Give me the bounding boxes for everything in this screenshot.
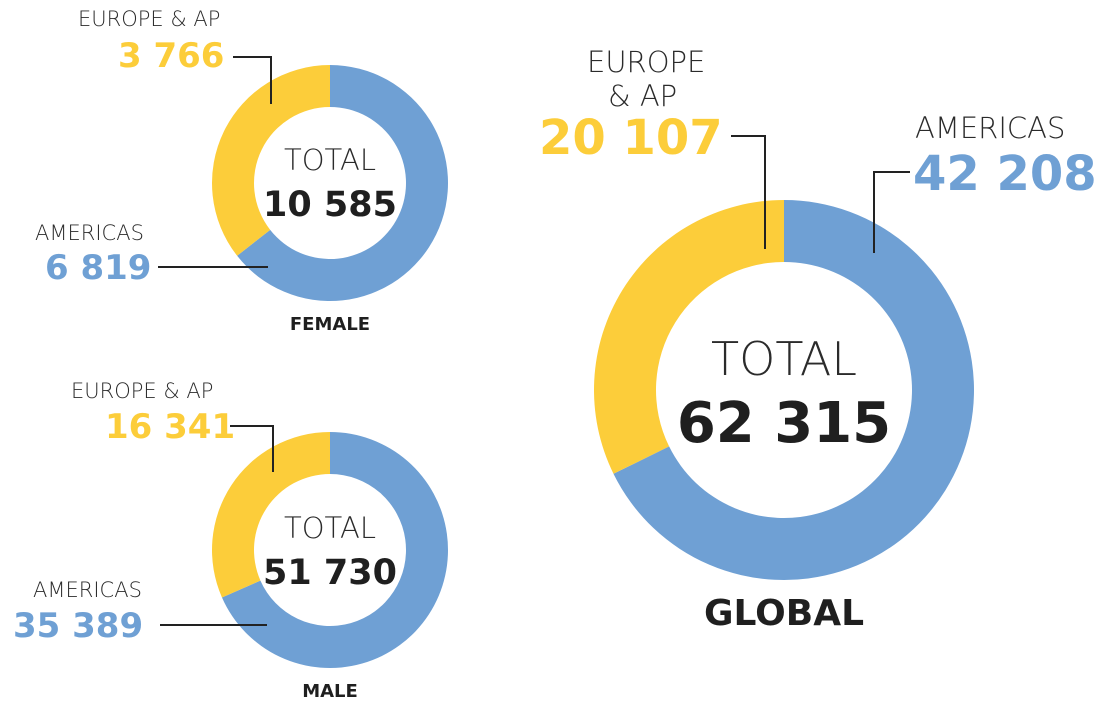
- global-europe-ap-label-line1: EUROPE: [587, 45, 706, 79]
- female-total-value: 10 585: [263, 185, 397, 225]
- male-americas-label: AMERICAS: [33, 578, 142, 602]
- global-europe-ap-slice: [593, 200, 784, 474]
- global-europe-ap-leader-line: [731, 135, 766, 249]
- female-americas-label: AMERICAS: [35, 221, 144, 245]
- female-europe-ap-label: EUROPE & AP: [78, 7, 221, 31]
- female-chart-title: FEMALE: [289, 314, 371, 335]
- global-europe-ap-value: 20 107: [539, 110, 723, 166]
- female-americas-value: 6 819: [45, 248, 152, 288]
- male-americas-value: 35 389: [13, 606, 144, 646]
- global-europe-ap-label-line2: & AP: [608, 79, 678, 113]
- female-europe-ap-leader-line: [233, 56, 272, 104]
- male-total-value: 51 730: [263, 553, 397, 593]
- male-europe-ap-label: EUROPE & AP: [71, 379, 214, 403]
- male-chart-title: MALE: [302, 681, 358, 702]
- male-europe-ap-leader-line: [230, 425, 274, 472]
- global-americas-leader-line: [873, 171, 910, 253]
- female-europe-ap-slice: [212, 65, 330, 256]
- male-americas-slice: [221, 432, 448, 668]
- male-europe-ap-slice: [212, 432, 330, 598]
- male-europe-ap-value: 16 341: [105, 407, 236, 447]
- global-chart-title: GLOBAL: [703, 593, 865, 634]
- male-total-label: TOTAL: [284, 511, 376, 545]
- global-total-value: 62 315: [676, 391, 892, 456]
- female-total-label: TOTAL: [284, 143, 376, 177]
- global-americas-value: 42 208: [913, 146, 1097, 202]
- global-total-label: TOTAL: [711, 332, 857, 386]
- global-americas-label: AMERICAS: [915, 111, 1066, 145]
- female-americas-slice: [237, 65, 448, 301]
- female-europe-ap-value: 3 766: [118, 36, 225, 76]
- global-americas-slice: [613, 200, 975, 581]
